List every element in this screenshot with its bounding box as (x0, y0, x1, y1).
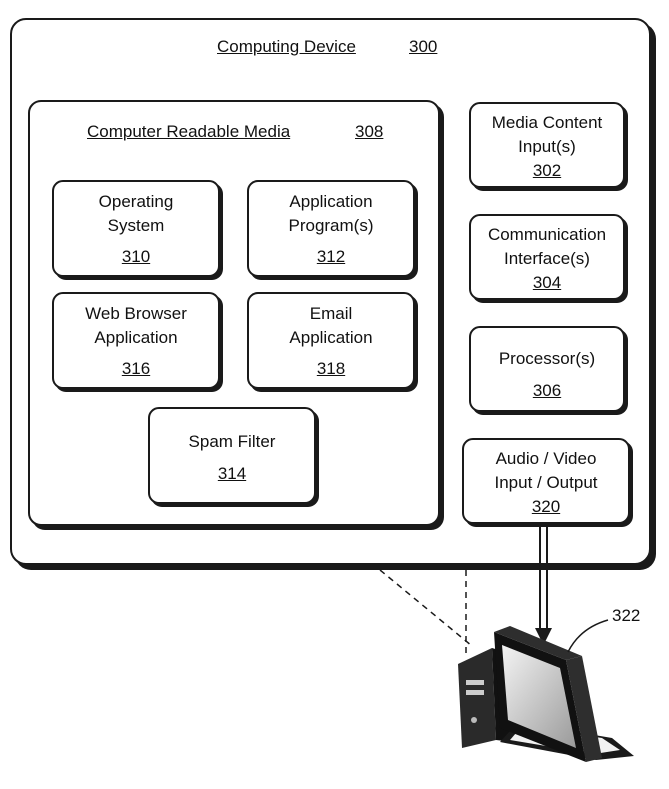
email-application-line1: Email (309, 304, 353, 323)
media-content-inputs-block: Media Content Input(s) 302 (469, 102, 625, 188)
reference-leader-line (567, 619, 609, 653)
communication-line1: Communication (487, 225, 607, 244)
audio-video-number: 320 (531, 497, 561, 516)
application-programs-line1: Application (289, 192, 373, 211)
communication-line2: Interface(s) (504, 249, 590, 268)
computing-device-label: Computing Device (217, 37, 356, 56)
communication-interfaces-block: Communication Interface(s) 304 (469, 214, 625, 300)
application-programs-number: 312 (316, 247, 346, 266)
crm-number: 308 (355, 122, 383, 142)
processors-block: Processor(s) 306 (469, 326, 625, 412)
application-programs-line2: Program(s) (288, 216, 374, 235)
processors-label: Processor(s) (498, 349, 596, 368)
media-content-line1: Media Content (491, 113, 603, 132)
dashed-connector-left (379, 569, 473, 647)
crm-title: Computer Readable Media (87, 122, 290, 142)
web-browser-line1: Web Browser (85, 304, 187, 323)
application-programs-block: Application Program(s) 312 (247, 180, 415, 277)
web-browser-number: 316 (121, 359, 151, 378)
media-content-line2: Input(s) (518, 137, 576, 156)
spam-filter-number: 314 (217, 464, 247, 483)
crm-label: Computer Readable Media (87, 122, 291, 141)
processors-number: 306 (532, 381, 562, 400)
communication-number: 304 (532, 273, 562, 292)
email-application-number: 318 (316, 359, 346, 378)
email-application-block: Email Application 318 (247, 292, 415, 389)
audio-video-line2: Input / Output (494, 473, 598, 492)
crm-ref: 308 (355, 122, 384, 141)
display-device-icon (458, 626, 634, 762)
display-reference-number: 322 (612, 606, 641, 625)
operating-system-line2: System (107, 216, 165, 235)
computing-device-ref: 300 (409, 37, 438, 56)
web-browser-block: Web Browser Application 316 (52, 292, 220, 389)
web-browser-line2: Application (94, 328, 178, 347)
audio-video-io-block: Audio / Video Input / Output 320 (462, 438, 630, 524)
operating-system-number: 310 (121, 247, 151, 266)
spam-filter-block: Spam Filter 314 (148, 407, 316, 504)
audio-video-line1: Audio / Video (495, 449, 597, 468)
av-output-arrow (535, 526, 552, 645)
computing-device-number: 300 (409, 37, 437, 57)
computing-device-title: Computing Device (217, 37, 356, 57)
spam-filter-label: Spam Filter (188, 432, 276, 451)
operating-system-line1: Operating (98, 192, 174, 211)
operating-system-block: Operating System 310 (52, 180, 220, 277)
email-application-line2: Application (289, 328, 373, 347)
media-content-number: 302 (532, 161, 562, 180)
